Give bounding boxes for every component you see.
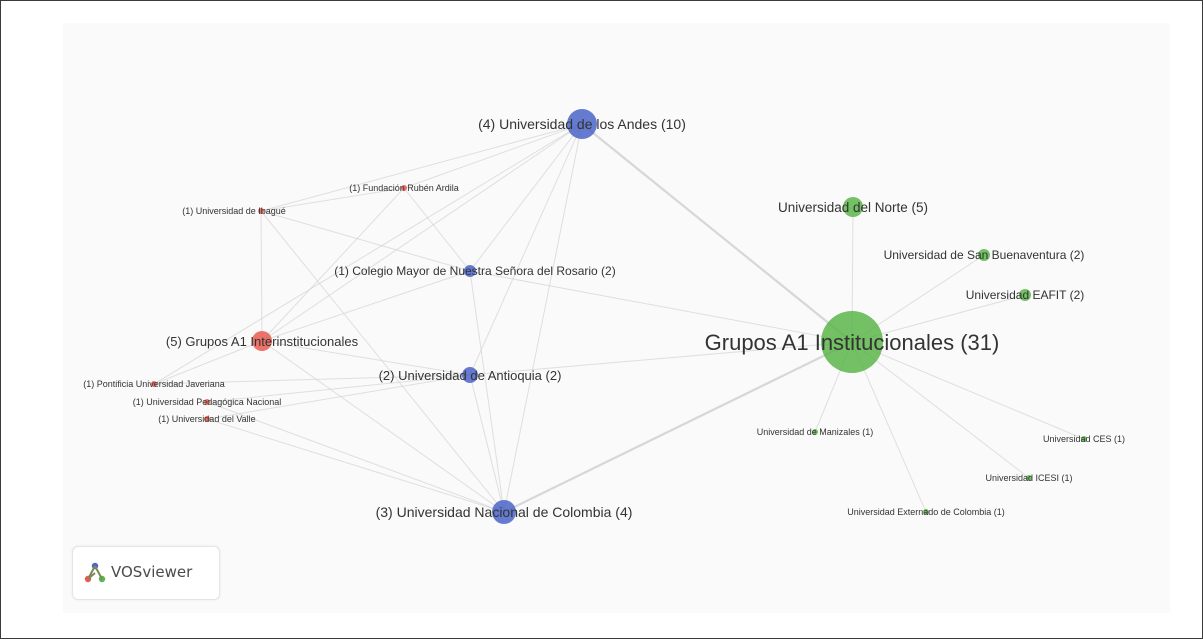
node-label-grupos-institucionales: Grupos A1 Institucionales (31) [705, 330, 1000, 355]
node-u-eafit[interactable] [1019, 289, 1031, 301]
node-label-u-ibague: (1) Universidad de Ibagué [182, 206, 286, 216]
edge-grupos-institucionales-u-ces [851, 341, 1085, 440]
node-u-nacional[interactable] [492, 500, 516, 524]
node-label-grupos-interinstitucionales: (5) Grupos A1 Interinstitucionales [166, 334, 359, 349]
node-u-manizales[interactable] [812, 429, 818, 435]
node-label-u-antioquia: (2) Universidad de Antioquia (2) [379, 368, 562, 383]
vosviewer-logo: VOSviewer [72, 546, 220, 600]
node-label-u-san-buenaventura: Universidad de San Buenaventura (2) [884, 248, 1085, 262]
node-u-externado[interactable] [923, 509, 929, 515]
edge-u-nacional-u-antioquia [469, 374, 505, 513]
node-pontificia-javeriana[interactable] [151, 381, 157, 387]
edge-grupos-institucionales-u-icesi [851, 341, 1030, 479]
node-label-u-nacional: (3) Universidad Nacional de Colombia (4) [376, 504, 633, 520]
edge-colegio-rosario-f-ruben-ardila [403, 187, 471, 272]
edge-colegio-rosario-u-ibague [260, 210, 471, 272]
edge-colegio-rosario-grupos-interinstitucionales [261, 270, 471, 342]
node-u-antioquia[interactable] [462, 367, 478, 383]
edge-u-andes-grupos-interinstitucionales [261, 123, 583, 342]
edge-grupos-institucionales-u-andes [581, 123, 853, 343]
edge-u-andes-u-antioquia [469, 123, 583, 376]
node-u-icesi[interactable] [1026, 475, 1032, 481]
edge-grupos-interinstitucionales-u-ibague [260, 210, 263, 342]
edge-u-antioquia-u-pedagogica [206, 374, 471, 403]
node-grupos-institucionales[interactable] [821, 311, 883, 373]
node-label-u-eafit: Universidad EAFIT (2) [966, 288, 1084, 302]
edge-u-antioquia-u-valle [206, 374, 471, 420]
edge-u-andes-u-nacional [503, 123, 583, 513]
edge-u-antioquia-grupos-interinstitucionales [261, 340, 471, 376]
vosviewer-logo-text: VOSviewer [111, 563, 193, 581]
node-label-u-icesi: Universidad ICESI (1) [985, 473, 1072, 483]
edge-grupos-institucionales-u-nacional [503, 341, 853, 513]
edge-u-andes-pontificia-javeriana [153, 123, 583, 385]
node-label-u-pedagogica: (1) Universidad Pedagógica Nacional [133, 397, 282, 407]
node-label-u-norte: Universidad del Norte (5) [778, 200, 928, 215]
edges-layer [153, 123, 1085, 513]
vosviewer-logo-icon [84, 562, 106, 583]
node-colegio-rosario[interactable] [464, 265, 476, 277]
edge-u-nacional-grupos-interinstitucionales [261, 340, 505, 513]
node-u-valle[interactable] [204, 416, 210, 422]
node-u-ces[interactable] [1081, 436, 1087, 442]
edge-grupos-institucionales-u-antioquia [469, 341, 853, 376]
node-u-san-buenaventura[interactable] [978, 249, 990, 261]
edge-u-andes-f-ruben-ardila [403, 123, 583, 189]
edge-grupos-interinstitucionales-f-ruben-ardila [261, 187, 405, 342]
node-label-f-ruben-ardila: (1) Fundación Rubén Ardila [349, 183, 459, 193]
node-label-u-valle: (1) Universidad del Valle [158, 414, 255, 424]
node-label-pontificia-javeriana: (1) Pontificia Universidad Javeriana [83, 379, 225, 389]
edge-u-andes-u-ibague [260, 123, 583, 212]
node-label-colegio-rosario: (1) Colegio Mayor de Nuestra Señora del … [334, 264, 615, 278]
edge-u-nacional-u-ibague [260, 210, 505, 513]
node-u-norte[interactable] [843, 197, 863, 217]
node-f-ruben-ardila[interactable] [401, 185, 407, 191]
edge-grupos-interinstitucionales-pontificia-javeriana [153, 340, 263, 385]
edge-u-nacional-u-pedagogica [206, 401, 505, 513]
edge-u-antioquia-pontificia-javeriana [153, 374, 471, 385]
node-label-u-manizales: Universidad de Manizales (1) [757, 427, 874, 437]
edge-u-nacional-colegio-rosario [469, 270, 505, 513]
node-u-pedagogica[interactable] [204, 399, 210, 405]
node-u-andes[interactable] [567, 109, 597, 139]
node-label-u-externado: Universidad Externado de Colombia (1) [847, 507, 1005, 517]
node-label-u-ces: Universidad CES (1) [1043, 434, 1125, 444]
labels-layer: Grupos A1 Institucionales (31) Universida… [83, 116, 1125, 520]
node-u-ibague[interactable] [258, 208, 264, 214]
edge-u-nacional-u-valle [206, 418, 505, 513]
network-canvas [63, 23, 1170, 613]
node-label-u-andes: (4) Universidad de los Andes (10) [478, 116, 686, 132]
nodes-layer [151, 109, 1087, 524]
node-grupos-interinstitucionales[interactable] [252, 331, 272, 351]
edge-f-ruben-ardila-u-ibague [260, 187, 405, 212]
edge-grupos-institucionales-colegio-rosario [469, 270, 853, 343]
edge-u-andes-colegio-rosario [469, 123, 583, 272]
